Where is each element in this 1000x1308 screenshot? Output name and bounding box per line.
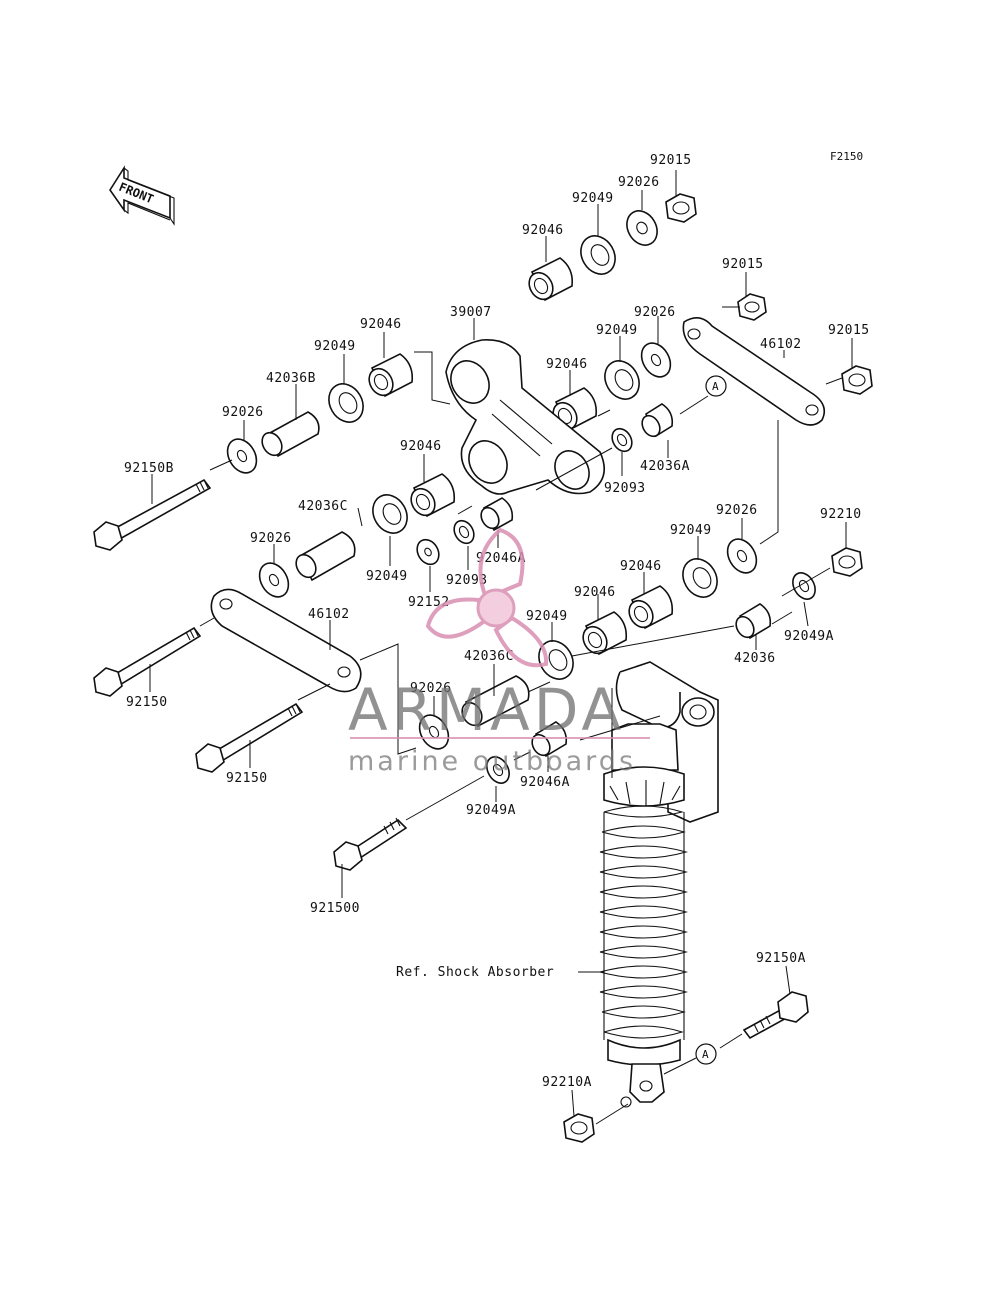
seal-92093-center	[453, 519, 475, 545]
washer-92152	[416, 538, 440, 566]
part-number-label: 92015	[650, 153, 692, 168]
part-number-label: 92093	[446, 573, 488, 588]
watermark-brand: ARMADA	[348, 676, 625, 744]
tie-rod-46102-right	[682, 317, 826, 426]
seal-92049A-lower	[486, 756, 510, 784]
washer-92026-top	[626, 210, 658, 246]
collar-42036A	[641, 403, 674, 438]
watermark: ARMADA marine outboards	[348, 527, 650, 777]
seal-92049-upper-left	[328, 383, 364, 423]
seal-92049-mid	[604, 360, 640, 400]
nut-92015-right	[841, 365, 873, 395]
tie-rod-46102-left	[210, 588, 362, 693]
nut-92015-top	[665, 193, 697, 223]
part-number-label: 92026	[716, 503, 758, 518]
part-number-label: 42036	[734, 651, 776, 666]
svg-text:A: A	[712, 380, 719, 393]
part-number-label: 92046	[574, 585, 616, 600]
bearing-92046-center	[410, 473, 456, 518]
part-number-label: 92026	[250, 531, 292, 546]
seal-92049-right	[682, 558, 718, 598]
part-number-label: 42036C	[464, 649, 514, 664]
collar-42036B	[261, 411, 320, 458]
seal-92093-right	[611, 427, 633, 453]
part-number-label: 46102	[308, 607, 350, 622]
bolt-92150A	[742, 991, 809, 1040]
leader-lines	[149, 170, 853, 1125]
part-number-label: 42036A	[640, 459, 690, 474]
washer-92026-mid	[640, 342, 672, 378]
part-number-label: 92026	[222, 405, 264, 420]
washer-92026-upper-left	[226, 438, 258, 474]
part-number-label: 92150B	[124, 461, 174, 476]
part-number-label: 92046	[522, 223, 564, 238]
part-number-label: 92049	[596, 323, 638, 338]
part-number-label: 92015	[828, 323, 870, 338]
ref-mark-a-bottom: A	[695, 1043, 717, 1065]
svg-text:A: A	[702, 1048, 709, 1061]
part-number-label: 92150	[226, 771, 268, 786]
part-number-label: 39007	[450, 305, 492, 320]
bearing-92046-upper-left	[368, 353, 414, 398]
nut-92210A	[563, 1113, 595, 1143]
collar-42036C-upper	[295, 531, 356, 582]
collar-42036	[735, 603, 772, 640]
part-number-label: 92026	[410, 681, 452, 696]
ref-mark-a-top: A	[705, 375, 727, 397]
part-number-label: 92049	[314, 339, 356, 354]
front-arrow-icon: FRONT	[109, 165, 175, 226]
part-number-label: 92093	[604, 481, 646, 496]
part-number-label: 92049	[526, 609, 568, 624]
seal-92049-top	[580, 235, 616, 275]
part-number-label: 92049	[572, 191, 614, 206]
bearing-92046-right-lower	[582, 611, 628, 656]
part-number-label: 92046	[360, 317, 402, 332]
part-number-label: 92049	[366, 569, 408, 584]
bolt-92150B	[93, 478, 212, 551]
seal-92049A-right	[792, 572, 816, 600]
watermark-tagline: marine outboards	[348, 746, 636, 777]
part-number-label: 92150	[126, 695, 168, 710]
bolt-921500	[333, 817, 408, 871]
part-number-label: 92049	[670, 523, 712, 538]
seal-92049-lower	[538, 640, 574, 680]
bearing-92046A-center	[480, 497, 514, 532]
part-number-label: 42036B	[266, 371, 316, 386]
part-number-label: 92049A	[784, 629, 834, 644]
seal-92049-center	[372, 494, 408, 534]
nut-92210	[831, 547, 863, 577]
propeller-logo-icon	[425, 527, 549, 668]
collar-42036C-lower	[461, 675, 530, 728]
part-number-label: 92046A	[476, 551, 526, 566]
part-number-label: 92210	[820, 507, 862, 522]
nut-92015-mid	[737, 293, 767, 321]
bolt-92150-lower	[195, 702, 304, 773]
part-number-label: 46102	[760, 337, 802, 352]
bearing-92046-top	[528, 257, 574, 302]
part-number-label: 42036C	[298, 499, 348, 514]
part-number-label: 92046	[546, 357, 588, 372]
part-number-label: 92015	[722, 257, 764, 272]
washer-92026-lower-left	[258, 562, 290, 598]
part-number-label: Ref. Shock Absorber	[396, 965, 554, 980]
part-labels: 92015 92026 92049 92046 92015 92026 9204…	[124, 153, 870, 1090]
part-number-label: 92049A	[466, 803, 516, 818]
part-number-label: 92210A	[542, 1075, 592, 1090]
part-number-label: 921500	[310, 901, 360, 916]
washer-92026-right	[726, 538, 758, 574]
shock-absorber	[599, 661, 719, 1103]
part-number-label: 92150A	[756, 951, 806, 966]
bolt-92150-upper	[93, 626, 202, 697]
part-number-label: 92046A	[520, 775, 570, 790]
part-number-label: 92046	[400, 439, 442, 454]
part-number-label: 92026	[634, 305, 676, 320]
figure-code: F2150	[830, 150, 863, 163]
part-number-label: 92026	[618, 175, 660, 190]
part-number-label: 92152	[408, 595, 450, 610]
bearing-92046-right-upper	[628, 585, 674, 630]
part-number-label: 92046	[620, 559, 662, 574]
